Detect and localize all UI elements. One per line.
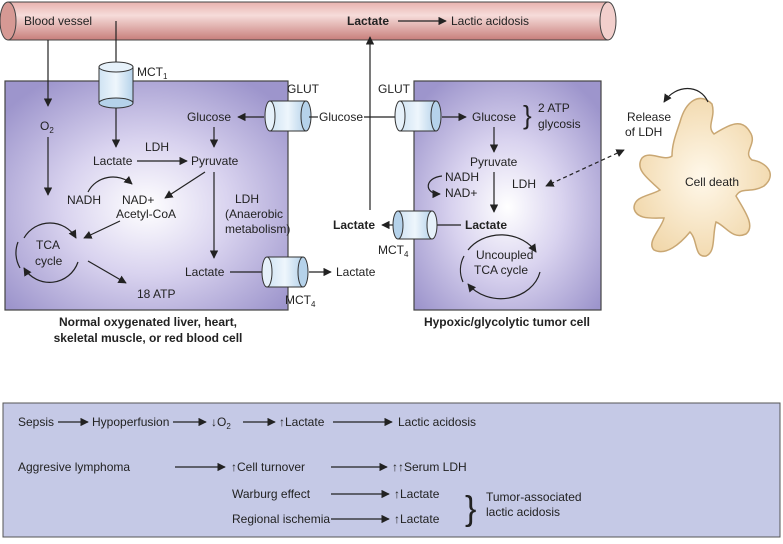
tumor-atp-label-2: glycosis <box>538 117 581 131</box>
tumor-glucose-label: Glucose <box>472 110 516 124</box>
release-ldh-arrow <box>663 88 709 103</box>
tumor-acidosis-brace: } <box>465 490 476 528</box>
uncoupled-tca-label-1: Uncoupled <box>476 248 533 262</box>
acetyl-coa-label: Acetyl-CoA <box>116 207 176 221</box>
tca-cycle <box>15 222 79 283</box>
ldh-anaerobic-label-3: metabolism) <box>225 222 290 236</box>
glut-left-transporter <box>264 100 312 132</box>
tumor-nad-label: NAD+ <box>445 186 477 200</box>
tumor-nadh-curve-arrow <box>427 175 443 199</box>
glut-left-label: GLUT <box>287 82 320 96</box>
pyruvate-label: Pyruvate <box>191 154 239 168</box>
high-lactate-label: ↑Lactate <box>279 415 325 429</box>
tumor-pyruvate-label: Pyruvate <box>470 155 518 169</box>
tumor-lactate-label: Lactate <box>465 218 507 232</box>
summary-acidosis-label: Lactic acidosis <box>398 415 476 429</box>
tumor-cell-caption: Hypoxic/glycolytic tumor cell <box>424 315 590 329</box>
dying-cell: Cell death Release of LDH <box>545 88 771 257</box>
o2-label: O2 <box>40 119 54 135</box>
sepsis-label: Sepsis <box>18 415 54 429</box>
atp-label: 18 ATP <box>137 287 175 301</box>
normal-cell: MCT1 O2 GLUT Glucose LDH Lactate Pyruvat… <box>4 21 376 345</box>
blood-vessel: Blood vessel Lactate Lactic acidosis <box>0 1 617 41</box>
middle-glucose-label: Glucose <box>319 110 363 124</box>
nadh-curve-arrow <box>87 175 133 193</box>
tumor-acidosis-label-2: lactic acidosis <box>486 505 560 519</box>
middle-lactate-label: Lactate <box>333 218 375 232</box>
ldh-dashed-arrow <box>545 149 625 187</box>
tumor-cell-body <box>413 80 602 311</box>
cell-death-label: Cell death <box>685 175 739 189</box>
normal-cell-caption-2: skeletal muscle, or red blood cell <box>54 331 243 345</box>
serum-ldh-label: ↑↑Serum LDH <box>392 460 467 474</box>
vessel-acidosis-label: Lactic acidosis <box>451 14 529 28</box>
uncoupled-tca-label-2: TCA cycle <box>474 263 528 277</box>
tumor-cell: GLUT Glucose } 2 ATP glycosis Pyruvate N… <box>378 80 602 329</box>
nadh-label: NADH <box>67 193 101 207</box>
glucose-left-label: Glucose <box>187 110 231 124</box>
lactate-out-inner-label: Lactate <box>185 265 225 279</box>
ischemia-label: Regional ischemia <box>232 512 330 526</box>
middle-connections: Glucose Lactate <box>309 36 396 232</box>
arrow-acetylcoa-to-tca <box>83 220 121 239</box>
tumor-ldh-label: LDH <box>512 177 536 191</box>
release-ldh-label-2: of LDH <box>625 125 662 139</box>
warburg-lactate-label: ↑Lactate <box>394 487 440 501</box>
lymphoma-label: Aggresive lymphoma <box>18 460 130 474</box>
summary-box: Sepsis Hypoperfusion ↓O2 ↑Lactate Lactic… <box>2 402 781 538</box>
blood-vessel-label: Blood vessel <box>24 14 92 28</box>
tca-label-2: cycle <box>35 254 63 268</box>
dying-cell-body <box>633 97 771 257</box>
vessel-lactate-label: Lactate <box>347 14 389 28</box>
tumor-nadh-label: NADH <box>445 170 479 184</box>
ischemia-lactate-label: ↑Lactate <box>394 512 440 526</box>
lactate-out-label: Lactate <box>336 265 376 279</box>
nad-label: NAD+ <box>122 193 154 207</box>
tca-label-1: TCA <box>36 238 60 252</box>
glut-right-transporter <box>394 100 442 132</box>
tumor-atp-label-1: 2 ATP <box>538 101 570 115</box>
release-ldh-label-1: Release <box>627 110 671 124</box>
atp-brace: } <box>523 100 532 130</box>
lactate-label: Lactate <box>93 154 133 168</box>
normal-cell-caption-1: Normal oxygenated liver, heart, <box>59 315 237 329</box>
tumor-acidosis-label-1: Tumor-associated <box>486 490 582 504</box>
arrow-tca-to-atp <box>87 260 127 284</box>
low-o2-label: ↓O2 <box>211 415 231 431</box>
uncoupled-tca-cycle <box>459 234 541 300</box>
ldh-label: LDH <box>145 140 169 154</box>
mct1-label: MCT1 <box>137 65 168 81</box>
ldh-anaerobic-label-2: (Anaerobic <box>225 207 283 221</box>
hypoperfusion-label: Hypoperfusion <box>92 415 169 429</box>
mct4-left-label: MCT4 <box>285 293 316 309</box>
mct4-right-label: MCT4 <box>378 243 409 259</box>
mct1-transporter <box>98 61 134 109</box>
cell-turnover-label: ↑Cell turnover <box>231 460 305 474</box>
warburg-label: Warburg effect <box>232 487 311 501</box>
mct4-right-transporter <box>392 210 438 240</box>
arrow-pyruvate-to-acetylcoa <box>164 171 206 199</box>
glut-right-label: GLUT <box>378 82 411 96</box>
ldh-anaerobic-label-1: LDH <box>235 192 259 206</box>
mct4-left-transporter <box>261 256 309 288</box>
